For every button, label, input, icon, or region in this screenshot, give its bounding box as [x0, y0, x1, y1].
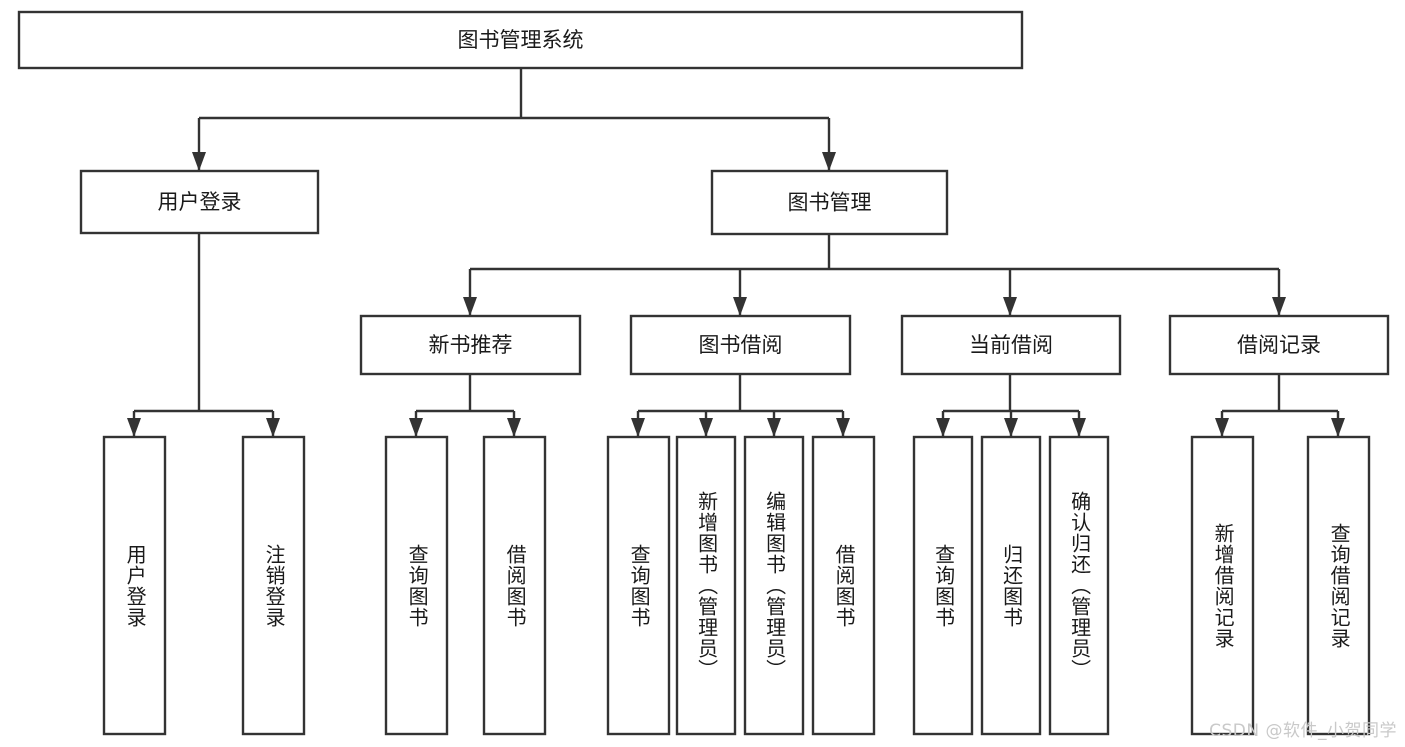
grp1-arrow-2 [767, 418, 781, 437]
node-level3-3[interactable] [1168, 314, 1390, 376]
root-arrow-0 [192, 152, 206, 171]
grp2-arrow-2 [1072, 418, 1086, 437]
node-leaf-7[interactable] [811, 435, 876, 736]
node-level3-2-label: 当前借阅 [969, 333, 1053, 357]
node-leaf-9[interactable] [980, 435, 1042, 736]
node-level2-0-label: 用户登录 [158, 190, 242, 214]
node-root[interactable] [17, 10, 1024, 70]
grp1-arrow-0 [631, 418, 645, 437]
login-arrow-0 [127, 418, 141, 437]
node-level3-0-label: 新书推荐 [429, 333, 513, 357]
manage-arrow-2 [1003, 297, 1017, 316]
grp2-arrow-1 [1004, 418, 1018, 437]
node-level3-3-label: 借阅记录 [1237, 333, 1321, 357]
grp3-arrow-0 [1215, 418, 1229, 437]
node-level3-1-label: 图书借阅 [699, 333, 783, 357]
csdn-watermark: CSDN @软件_小贺同学 [1209, 721, 1397, 741]
node-leaf-8[interactable] [912, 435, 974, 736]
node-leaf-10[interactable] [1048, 435, 1110, 736]
node-level3-0[interactable] [359, 314, 582, 376]
node-leaf-11[interactable] [1190, 435, 1255, 736]
node-leaf-12[interactable] [1306, 435, 1371, 736]
grp1-arrow-3 [836, 418, 850, 437]
grp0-arrow-0 [409, 418, 423, 437]
node-level2-1-label: 图书管理 [788, 191, 872, 215]
manage-arrow-3 [1272, 297, 1286, 316]
node-leaf-0[interactable] [102, 435, 167, 736]
node-level2-1[interactable] [710, 169, 949, 236]
node-leaf-4[interactable] [606, 435, 671, 736]
grp1-arrow-1 [699, 418, 713, 437]
node-level3-1[interactable] [629, 314, 852, 376]
login-arrow-1 [266, 418, 280, 437]
grp0-arrow-1 [507, 418, 521, 437]
manage-arrow-0 [463, 297, 477, 316]
node-root-label: 图书管理系统 [458, 28, 584, 52]
grp3-arrow-1 [1331, 418, 1345, 437]
node-level2-0[interactable] [79, 169, 320, 235]
node-leaf-6[interactable] [743, 435, 805, 736]
root-arrow-1 [822, 152, 836, 171]
connectors-layer [127, 68, 1345, 437]
manage-arrow-1 [733, 297, 747, 316]
node-leaf-5[interactable] [675, 435, 737, 736]
node-leaf-1[interactable] [241, 435, 306, 736]
node-leaf-3[interactable] [482, 435, 547, 736]
node-leaf-2[interactable] [384, 435, 449, 736]
node-level3-2[interactable] [900, 314, 1122, 376]
grp2-arrow-0 [936, 418, 950, 437]
